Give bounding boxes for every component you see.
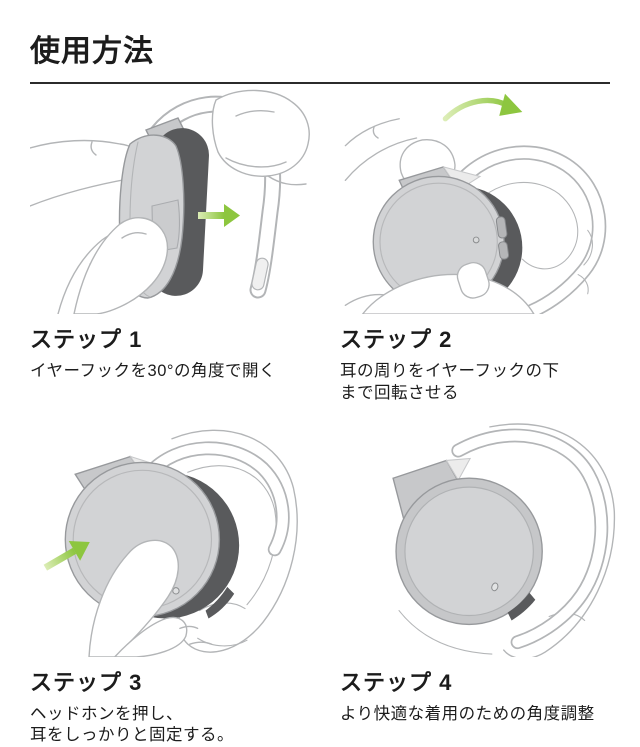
open-arrow-icon xyxy=(198,204,240,227)
hook-tip-slot xyxy=(251,257,269,291)
page-title: 使用方法 xyxy=(30,35,154,68)
step3-label: ステップ 3 xyxy=(30,669,143,695)
step4-illustration xyxy=(340,417,620,657)
title-divider xyxy=(30,82,610,84)
thumb xyxy=(73,217,169,314)
ear-hook xyxy=(451,428,609,649)
ear-line xyxy=(583,229,593,266)
step4-drawing xyxy=(392,422,616,657)
bottom-hand xyxy=(344,261,535,314)
steps-grid: ステップ 1 イヤーフックを30°の角度で開く xyxy=(30,88,616,747)
step1-drawing xyxy=(30,89,310,314)
step3-drawing xyxy=(43,429,298,657)
step3-illustration xyxy=(30,417,310,657)
mic-dot xyxy=(472,236,480,244)
step3-description: ヘッドホンを押し、 耳をしっかりと固定する。 xyxy=(30,704,234,745)
step1-label: ステップ 1 xyxy=(30,327,143,352)
thumb-nail xyxy=(456,261,490,299)
step2-illustration xyxy=(340,88,620,314)
earcup-face xyxy=(404,486,534,616)
side-button xyxy=(495,216,508,239)
step2-label: ステップ 2 xyxy=(340,327,453,352)
step-4: ステップ 4 より快適な着用のための角度調整 xyxy=(340,417,616,747)
rim-sliver xyxy=(507,592,536,620)
pressing-finger xyxy=(88,539,213,657)
earphone-body xyxy=(392,457,543,625)
rotate-arrow-icon xyxy=(442,93,523,122)
side-button xyxy=(498,241,510,260)
step-3: ステップ 3 ヘッドホンを押し、 耳をしっかりと固定する。 xyxy=(30,417,340,747)
ear-hook xyxy=(141,440,290,556)
step1-description: イヤーフックを30°の角度で開く xyxy=(30,362,276,380)
press-arrow-icon xyxy=(43,540,90,571)
mic-dot xyxy=(491,582,499,591)
step1-illustration xyxy=(30,88,310,314)
ear-line xyxy=(577,274,589,295)
rim-sliver xyxy=(205,586,235,619)
step4-label: ステップ 4 xyxy=(340,669,453,695)
step-2: ステップ 2 耳の周りをイヤーフックの下 まで回転させる xyxy=(340,88,610,405)
step2-description: 耳の周りをイヤーフックの下 まで回転させる xyxy=(340,362,560,402)
step-1: ステップ 1 イヤーフックを30°の角度で開く xyxy=(30,88,340,405)
mic-dot xyxy=(172,586,180,595)
step4-description: より快適な着用のための角度調整 xyxy=(340,704,595,723)
right-hand xyxy=(211,89,310,186)
step2-drawing xyxy=(344,93,607,314)
ear-hook xyxy=(440,145,607,314)
